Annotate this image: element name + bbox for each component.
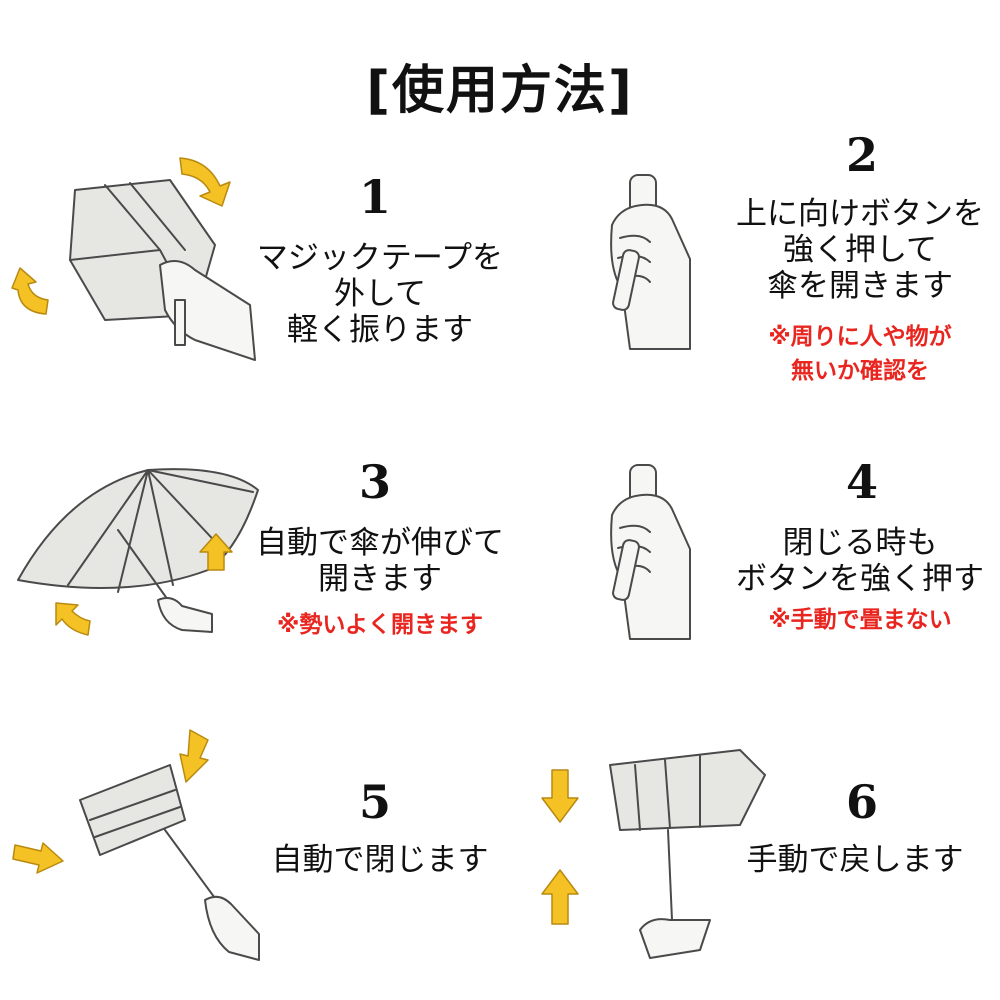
text-line: 強く押して xyxy=(782,232,938,268)
note-line: 無いか確認を xyxy=(791,358,929,384)
step-4-note: ※手動で畳まない xyxy=(700,603,1000,637)
text-line: 傘を開きます xyxy=(767,268,953,304)
step-2-note: ※周りに人や物が 無いか確認を xyxy=(700,320,1000,388)
curved-arrow-icon xyxy=(11,267,49,315)
text-line: 自動で閉じます xyxy=(271,842,489,878)
step-1-number: 1 xyxy=(358,170,391,224)
text-line: 軽く振ります xyxy=(287,312,473,348)
step-2-illustration xyxy=(610,174,691,350)
text-line: 閉じる時も xyxy=(782,525,938,561)
step-1-illustration xyxy=(11,157,256,361)
arrow-icon xyxy=(541,769,579,823)
step-3-text: 自動で傘が伸びて 開きます xyxy=(215,525,545,597)
curved-arrow-icon xyxy=(179,157,231,207)
arrow-icon xyxy=(55,602,91,636)
arrow-icon xyxy=(541,869,579,925)
note-line: ※周りに人や物が xyxy=(768,324,952,350)
step-4-number: 4 xyxy=(845,455,878,509)
step-2-number: 2 xyxy=(845,128,878,182)
text-line: 自動で傘が伸びて xyxy=(256,525,504,561)
step-4-illustration xyxy=(610,464,691,640)
step-4-text: 閉じる時も ボタンを強く押す xyxy=(700,525,1000,597)
arrow-icon xyxy=(179,729,209,783)
page-title: [使用方法] xyxy=(366,61,634,121)
note-line: ※手動で畳まない xyxy=(768,607,952,633)
step-6-number: 6 xyxy=(845,775,878,829)
step-6-text: 手動で戻します xyxy=(710,842,1000,878)
step-3-note: ※勢いよく開きます xyxy=(215,608,545,642)
note-line: ※勢いよく開きます xyxy=(277,612,483,638)
arrow-icon xyxy=(12,842,64,874)
text-line: マジックテープを xyxy=(256,240,504,276)
step-5-text: 自動で閉じます xyxy=(230,842,530,878)
text-line: 外して xyxy=(333,276,427,312)
step-1-text: マジックテープを 外して 軽く振ります xyxy=(220,240,540,348)
step-3-number: 3 xyxy=(358,455,391,509)
text-line: ボタンを強く押す xyxy=(736,561,984,597)
step-3-illustration xyxy=(17,468,259,636)
text-line: 上に向けボタンを xyxy=(736,196,984,232)
step-5-illustration xyxy=(12,729,260,961)
text-line: 手動で戻します xyxy=(746,842,964,878)
arrow-icon xyxy=(199,533,233,571)
step-2-text: 上に向けボタンを 強く押して 傘を開きます xyxy=(700,196,1000,304)
step-6-illustration xyxy=(541,749,766,959)
text-line: 開きます xyxy=(318,561,442,597)
step-5-number: 5 xyxy=(358,775,391,829)
